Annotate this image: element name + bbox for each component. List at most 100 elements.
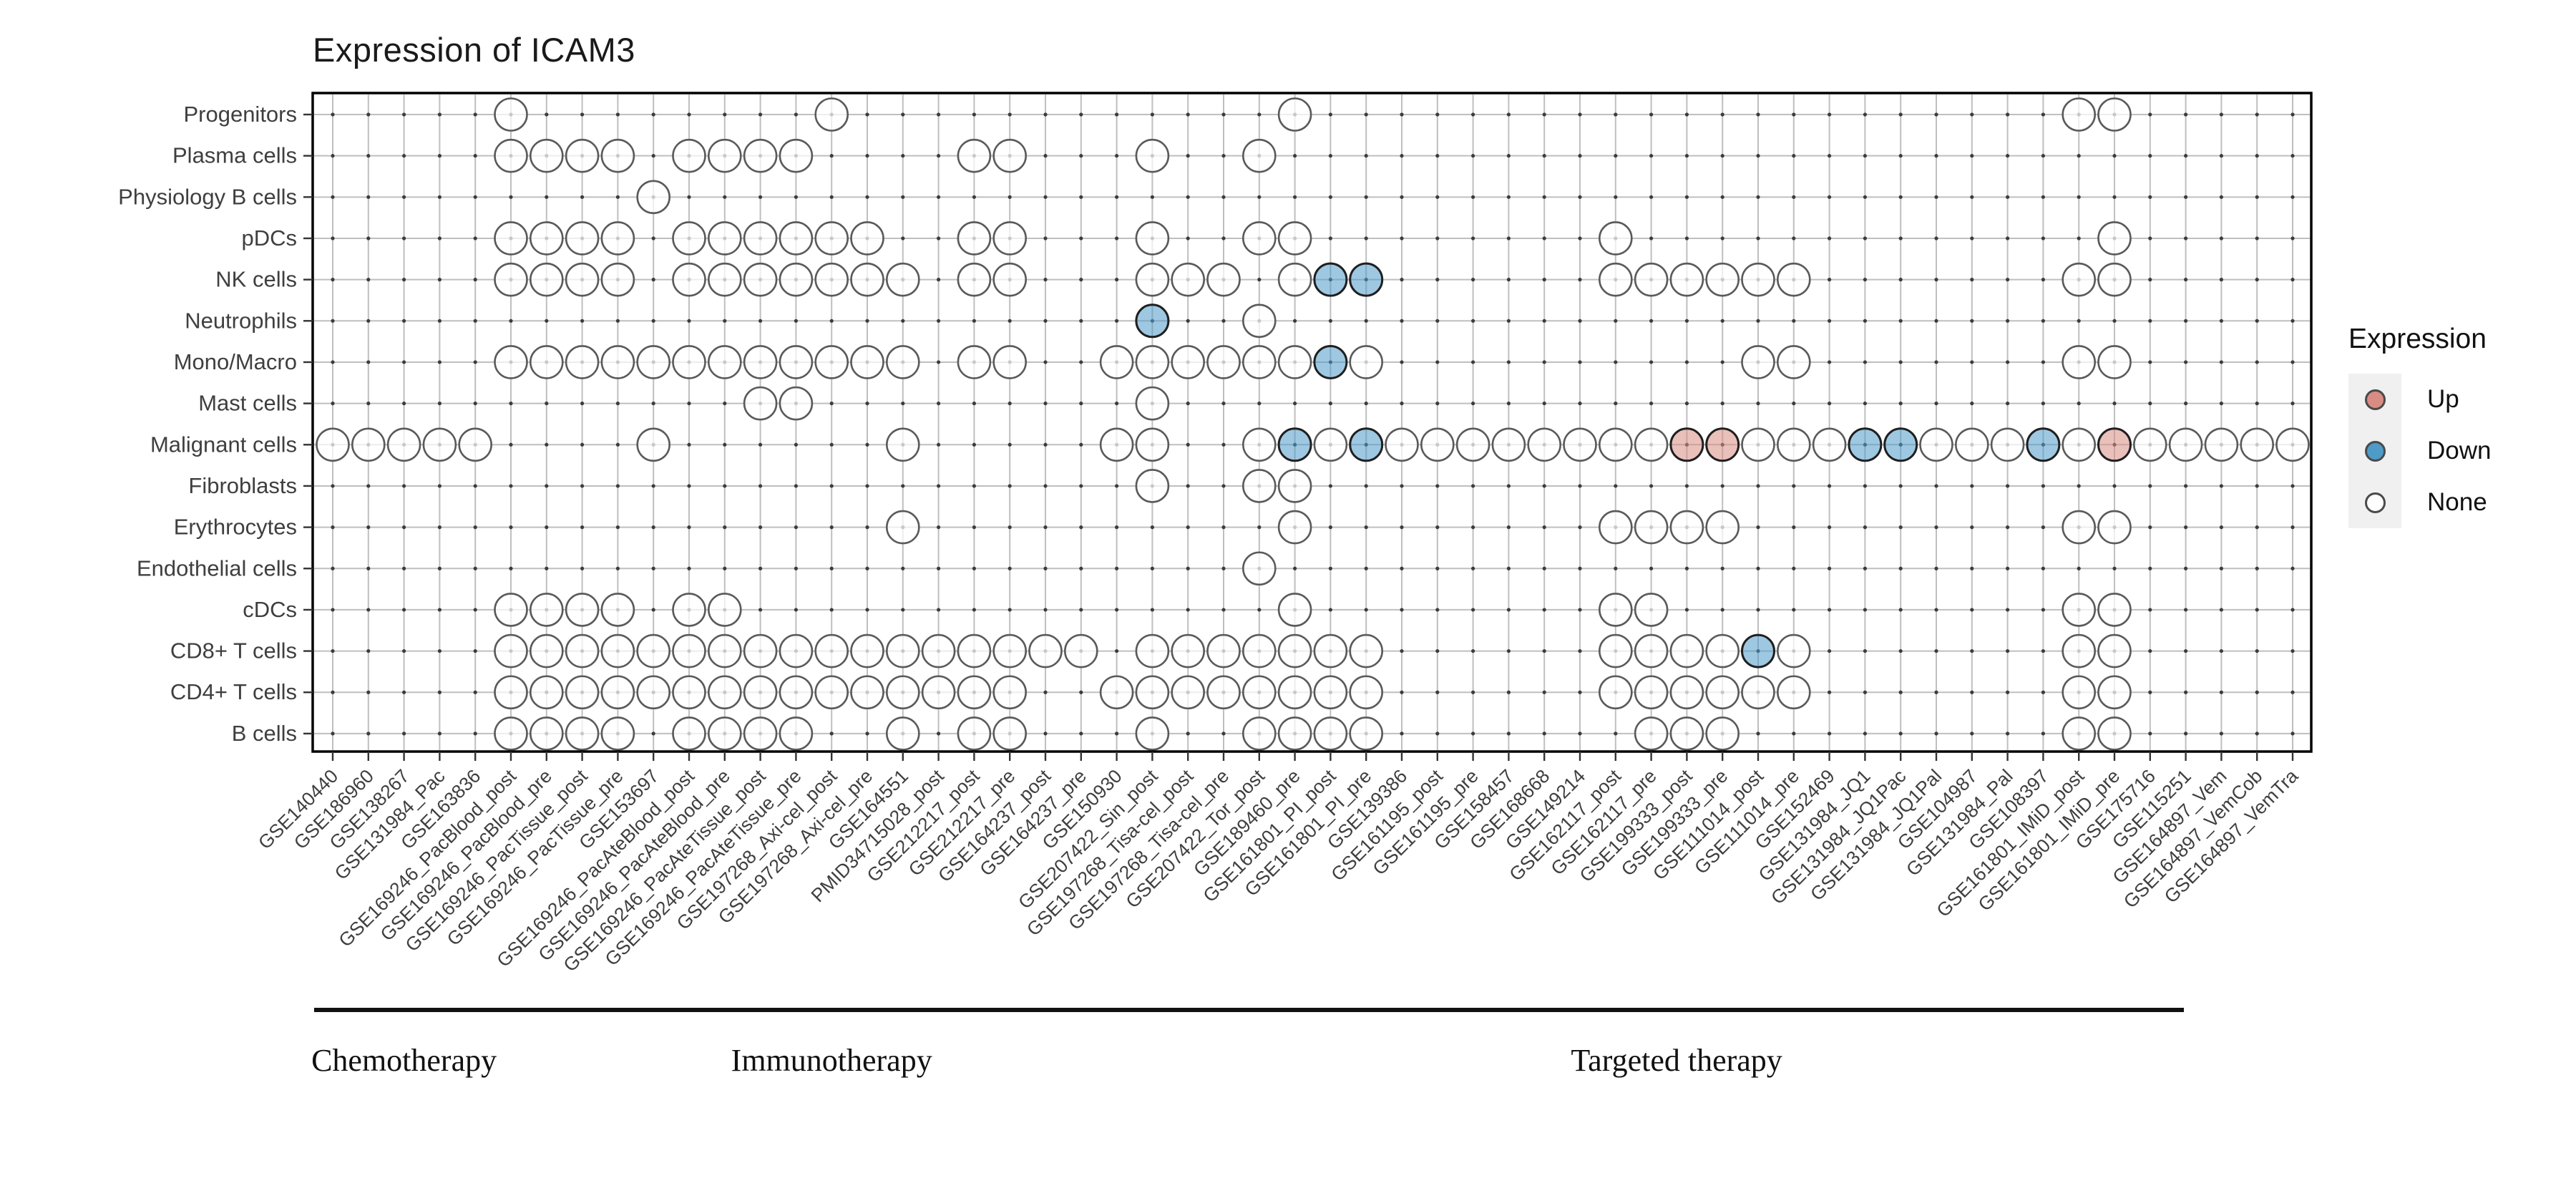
y-axis-label: CD8+ T cells [170,638,297,664]
expression-dot-none [2168,427,2203,462]
expression-dot-none [1349,345,1383,379]
expression-dot-up [1669,427,1704,462]
expression-dot-none [1135,345,1170,379]
expression-dot-none [2062,593,2096,627]
expression-dot-none [1527,427,1561,462]
expression-dot-none [636,427,671,462]
expression-dot-none [850,221,884,256]
expression-dot-none [1741,675,1775,710]
expression-dot-none [1135,262,1170,297]
expression-dot-none [1171,345,1205,379]
expression-dot-none [2097,262,2132,297]
expression-dot-none [1277,675,1312,710]
expression-dot-none [2097,675,2132,710]
expression-dot-none [992,716,1027,751]
expression-dot-down [1741,633,1775,669]
expression-dot-none [1777,633,1811,669]
legend-label-none: None [2427,488,2487,516]
expression-dot-none [494,675,528,710]
grid-intersection-dots [331,112,2295,736]
expression-dot-none [600,633,635,669]
expression-dot-none [921,633,956,669]
expression-dot-down [2026,427,2061,462]
expression-dot-none [743,138,778,173]
expression-dot-none [565,716,600,751]
expression-dot-none [1135,675,1170,710]
group-label: Chemotherapy [311,1043,497,1078]
expression-dot-none [1277,510,1312,545]
expression-dot-none [672,633,706,669]
expression-dot-none [565,593,600,627]
expression-dot-none [1777,427,1811,462]
expression-dot-none [672,138,706,173]
expression-dot-none [1634,593,1669,627]
expression-dot-none [886,345,920,379]
expression-dot-none [1135,221,1170,256]
expression-dot-none [1705,510,1740,545]
expression-dot-none [1669,633,1704,669]
y-axis-label: cDCs [243,597,297,622]
y-axis-label: NK cells [215,267,297,292]
expression-dot-none [565,345,600,379]
expression-dot-none [1491,427,1526,462]
expression-dot-none [814,675,849,710]
expression-dot-none [1242,138,1277,173]
expression-dot-down [1883,427,1918,462]
expression-dot-none [565,262,600,297]
y-axis-label: Fibroblasts [188,473,297,498]
expression-dot-none [672,716,706,751]
expression-dot-none [1599,262,1633,297]
expression-dot-none [494,221,528,256]
expression-dot-none [1955,427,1989,462]
y-axis-label: Erythrocytes [174,515,297,540]
none-dot-icon [2364,492,2386,513]
expression-dot-none [1242,469,1277,503]
expression-dot-none [850,262,884,297]
expression-dot-none [886,633,920,669]
expression-dot-none [1777,262,1811,297]
expression-dot-none [1385,427,1419,462]
expression-dot-none [1242,221,1277,256]
expression-dot-none [672,675,706,710]
legend-label-up: Up [2427,385,2459,413]
expression-dot-none [957,221,992,256]
expression-dot-down [1349,262,1384,297]
expression-dot-none [779,345,814,379]
expression-dot-none [779,716,814,751]
expression-dot-none [1705,633,1740,669]
expression-dot-none [1599,427,1633,462]
expression-dot-none [600,138,635,173]
expression-dot-none [1099,345,1134,379]
expression-dot-none [1277,469,1312,503]
expression-dot-none [1277,345,1312,379]
panel-border [311,92,2313,753]
expression-dots [316,97,2310,751]
expression-dot-none [1919,427,1953,462]
y-axis-label: Neutrophils [185,308,297,333]
expression-dot-none [1634,716,1669,751]
expression-dot-none [2062,675,2096,710]
expression-dot-none [1599,593,1633,627]
legend-item-up: Up [2348,374,2491,425]
expression-dot-none [743,675,778,710]
expression-dot-none [316,427,350,462]
y-axis-label: Endothelial cells [137,555,297,580]
expression-dot-none [1634,262,1669,297]
expression-dot-none [850,345,884,379]
expression-dot-none [850,633,884,669]
expression-dot-none [1599,221,1633,256]
expression-dot-none [1242,551,1277,586]
up-dot-icon [2364,389,2386,410]
axis-ticks [303,113,2294,761]
expression-dot-none [921,675,956,710]
expression-dot-none [1135,386,1170,421]
expression-dot-none [2062,510,2096,545]
expression-dot-none [1741,345,1775,379]
expression-dot-none [1242,675,1277,710]
expression-dot-down [1277,427,1312,462]
expression-dot-none [1277,716,1312,751]
expression-dot-none [494,716,528,751]
expression-dot-none [814,633,849,669]
expression-dot-none [1242,303,1277,339]
